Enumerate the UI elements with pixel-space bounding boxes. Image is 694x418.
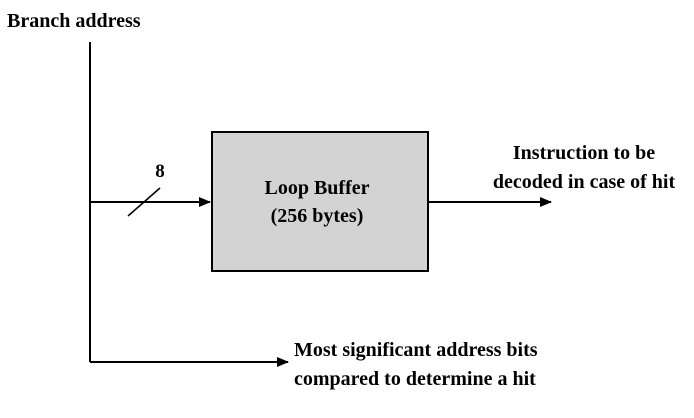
compare-label-line1: Most significant address bits: [294, 339, 538, 361]
output-label-line1: Instruction to be: [513, 142, 655, 164]
bus-width-label: 8: [155, 161, 165, 182]
compare-label-line2: compared to determine a hit: [294, 368, 536, 390]
bus-width-slash: [127, 187, 161, 217]
loop-buffer-box: [211, 131, 429, 272]
branch-address-label: Branch address: [7, 10, 141, 32]
output-label-line2: decoded in case of hit: [493, 171, 676, 193]
loop-buffer-title: Loop Buffer: [265, 177, 370, 199]
loop-buffer-size: (256 bytes): [271, 205, 364, 227]
